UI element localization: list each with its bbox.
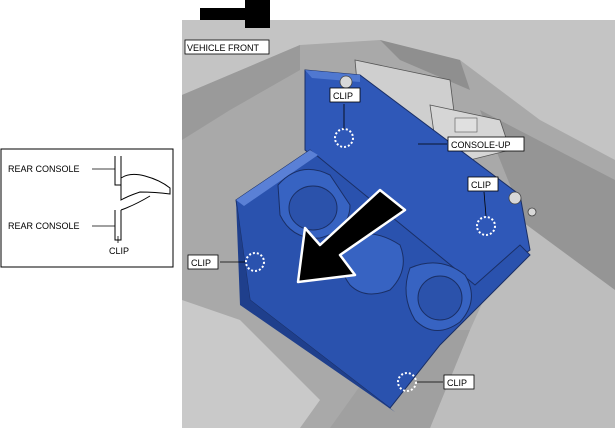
clip-markers [245,128,496,392]
arrow-right-icon [200,0,270,28]
inset-clip-label: CLIP [109,246,129,256]
callouts: CLIP CONSOLE-UP CLIP CLIP CLIP [187,87,525,390]
clip-label-top: CLIP [333,91,353,101]
dashed-circle-icon [334,128,354,148]
clip-label-left: CLIP [191,258,211,268]
dashed-circle-icon [397,372,417,392]
clip-label-right: CLIP [471,180,491,190]
console-illustration [182,20,615,428]
vehicle-front-label: VEHICLE FRONT [187,43,260,53]
clip-label-bottom: CLIP [447,378,467,388]
inset-rear-console-top-label: REAR CONSOLE [8,164,80,174]
removal-direction-arrow [296,188,407,284]
clip-detail-inset: REAR CONSOLE REAR CONSOLE CLIP [0,148,174,268]
dashed-circle-icon [245,252,265,272]
inset-rear-console-bottom-label: REAR CONSOLE [8,221,80,231]
console-up-label: CONSOLE-UP [451,140,511,150]
arrow-down-left-icon [296,188,407,284]
vehicle-front-arrow: VEHICLE FRONT [184,0,270,55]
dashed-circle-icon [476,216,496,236]
